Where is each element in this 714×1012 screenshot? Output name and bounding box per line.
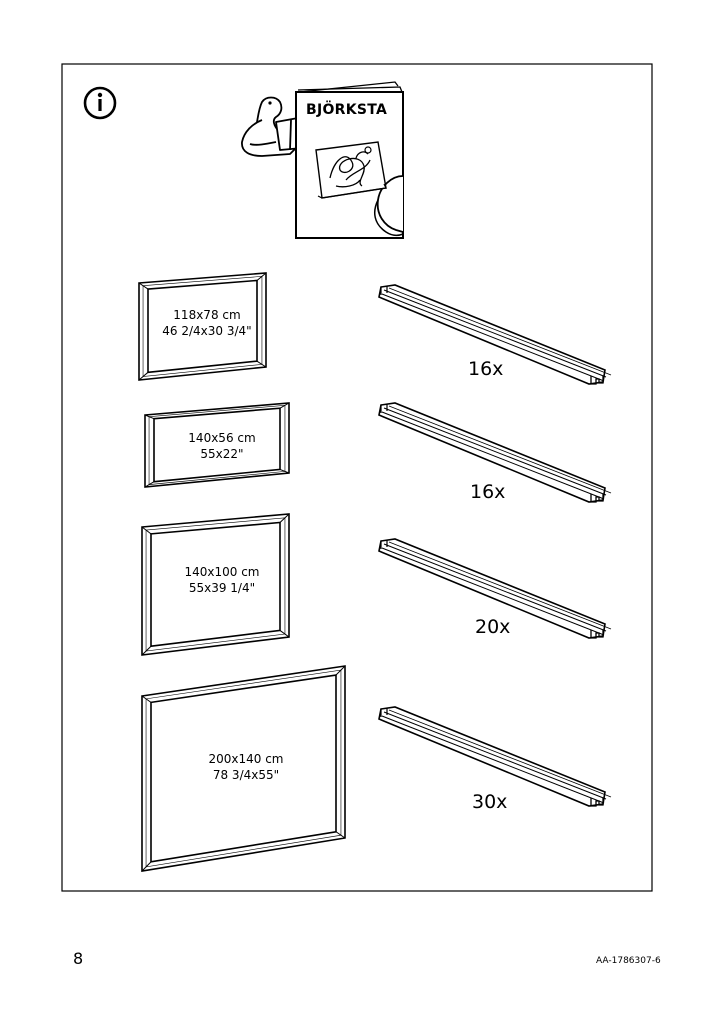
rail-1 <box>378 284 612 385</box>
frame-2-size-label: 140x56 cm 55x22" <box>148 430 296 462</box>
rail-4 <box>378 706 612 807</box>
page-border <box>61 63 653 892</box>
booklet-title: BJÖRKSTA <box>306 102 388 118</box>
frame-4-size-label: 200x140 cm 78 3/4x55" <box>148 751 344 783</box>
frame-1-size-imperial: 46 2/4x30 3/4" <box>162 324 252 338</box>
frame-3-size-label: 140x100 cm 55x39 1/4" <box>148 564 296 596</box>
rail-2-quantity: 16x <box>470 481 506 503</box>
frame-4-size-metric: 200x140 cm <box>208 752 284 766</box>
manual-booklet-icon <box>295 81 404 239</box>
frame-2 <box>144 402 290 488</box>
frame-1 <box>138 272 267 381</box>
rail-2 <box>378 402 612 503</box>
frame-3-size-metric: 140x100 cm <box>184 565 260 579</box>
frame-4-size-imperial: 78 3/4x55" <box>212 768 280 782</box>
rail-4-quantity: 30x <box>472 791 508 813</box>
info-icon <box>83 86 117 120</box>
frame-1-size-metric: 118x78 cm <box>173 308 241 322</box>
frame-1-size-label: 118x78 cm 46 2/4x30 3/4" <box>137 307 277 339</box>
frame-2-size-metric: 140x56 cm <box>188 431 256 445</box>
page-number: 8 <box>73 949 84 968</box>
document-id: AA-1786307-6 <box>596 956 661 966</box>
frame-3-size-imperial: 55x39 1/4" <box>188 581 256 595</box>
frame-4 <box>141 665 346 872</box>
frame-2-size-imperial: 55x22" <box>200 447 244 461</box>
frame-3 <box>141 513 290 656</box>
rail-3-quantity: 20x <box>475 616 511 638</box>
rail-1-quantity: 16x <box>468 358 504 380</box>
rail-3 <box>378 538 612 639</box>
